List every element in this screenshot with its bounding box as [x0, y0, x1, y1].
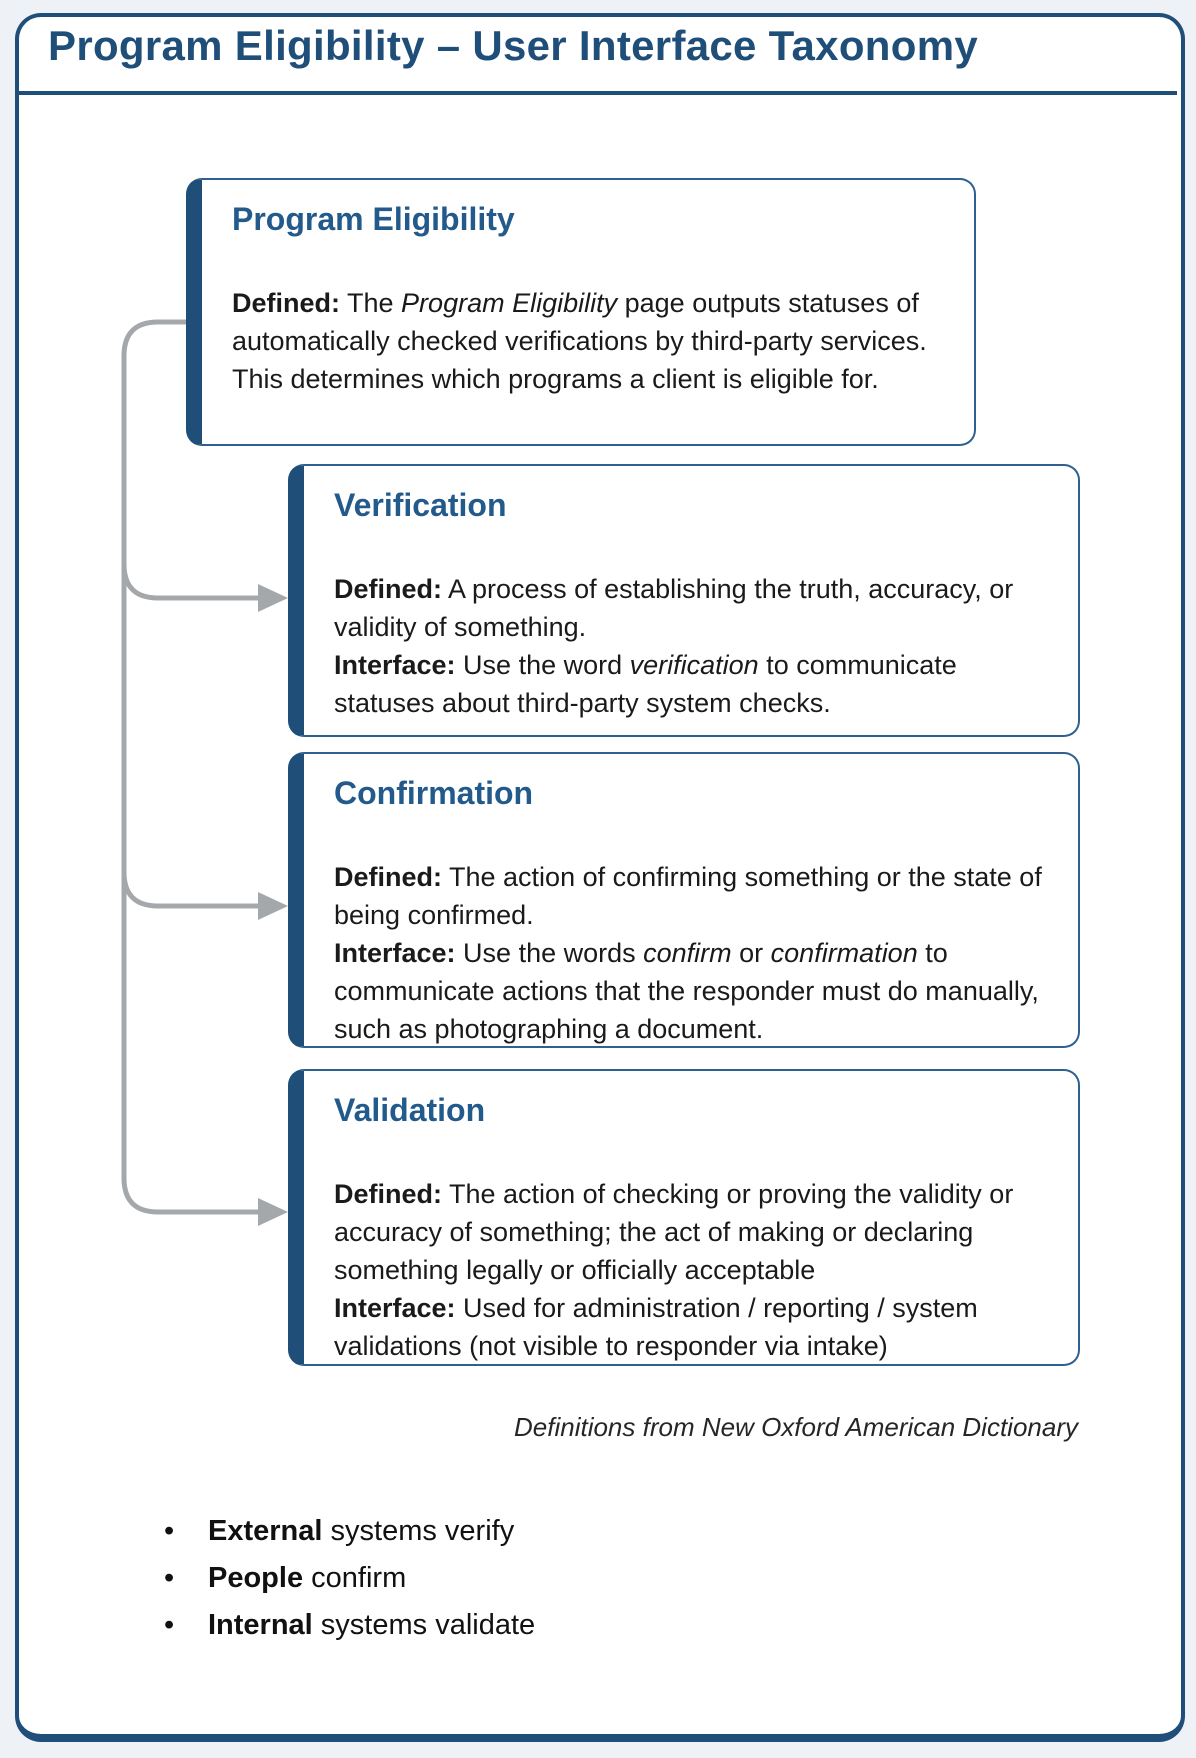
box-body: Defined: A process of establishing the t…	[334, 574, 1014, 718]
box-body: Defined: The action of confirming someth…	[334, 862, 1042, 1044]
bullet-item: • People confirm	[164, 1555, 535, 1602]
footnote-attribution: Definitions from New Oxford American Dic…	[514, 1412, 1078, 1442]
bullet-icon: •	[164, 1515, 175, 1547]
definition-box-validation: Validation Defined: The action of checki…	[288, 1069, 1080, 1366]
page-title: Program Eligibility – User Interface Tax…	[48, 22, 978, 69]
definition-box-verification: Verification Defined: A process of estab…	[288, 464, 1080, 737]
bullet-icon: •	[164, 1562, 175, 1594]
bullet-list: • External systems verify • People confi…	[164, 1508, 535, 1649]
definition-box-confirmation: Confirmation Defined: The action of conf…	[288, 752, 1080, 1048]
box-title: Confirmation	[334, 775, 534, 811]
bullet-item-label: People confirm	[208, 1562, 407, 1594]
bullet-icon: •	[164, 1609, 175, 1641]
bullet-item-label: Internal systems validate	[208, 1609, 536, 1641]
definition-box-program-eligibility: Program Eligibility Defined: The Program…	[186, 178, 976, 446]
box-body: Defined: The action of checking or provi…	[334, 1179, 1014, 1361]
bullet-item: • Internal systems validate	[164, 1602, 535, 1649]
box-title: Validation	[334, 1092, 486, 1128]
bullet-item-label: External systems verify	[208, 1515, 515, 1547]
box-body: Defined: The Program Eligibility page ou…	[232, 288, 927, 394]
bullet-item: • External systems verify	[164, 1508, 535, 1555]
title-divider	[19, 91, 1177, 95]
box-title: Program Eligibility	[232, 201, 515, 237]
box-title: Verification	[334, 487, 507, 523]
